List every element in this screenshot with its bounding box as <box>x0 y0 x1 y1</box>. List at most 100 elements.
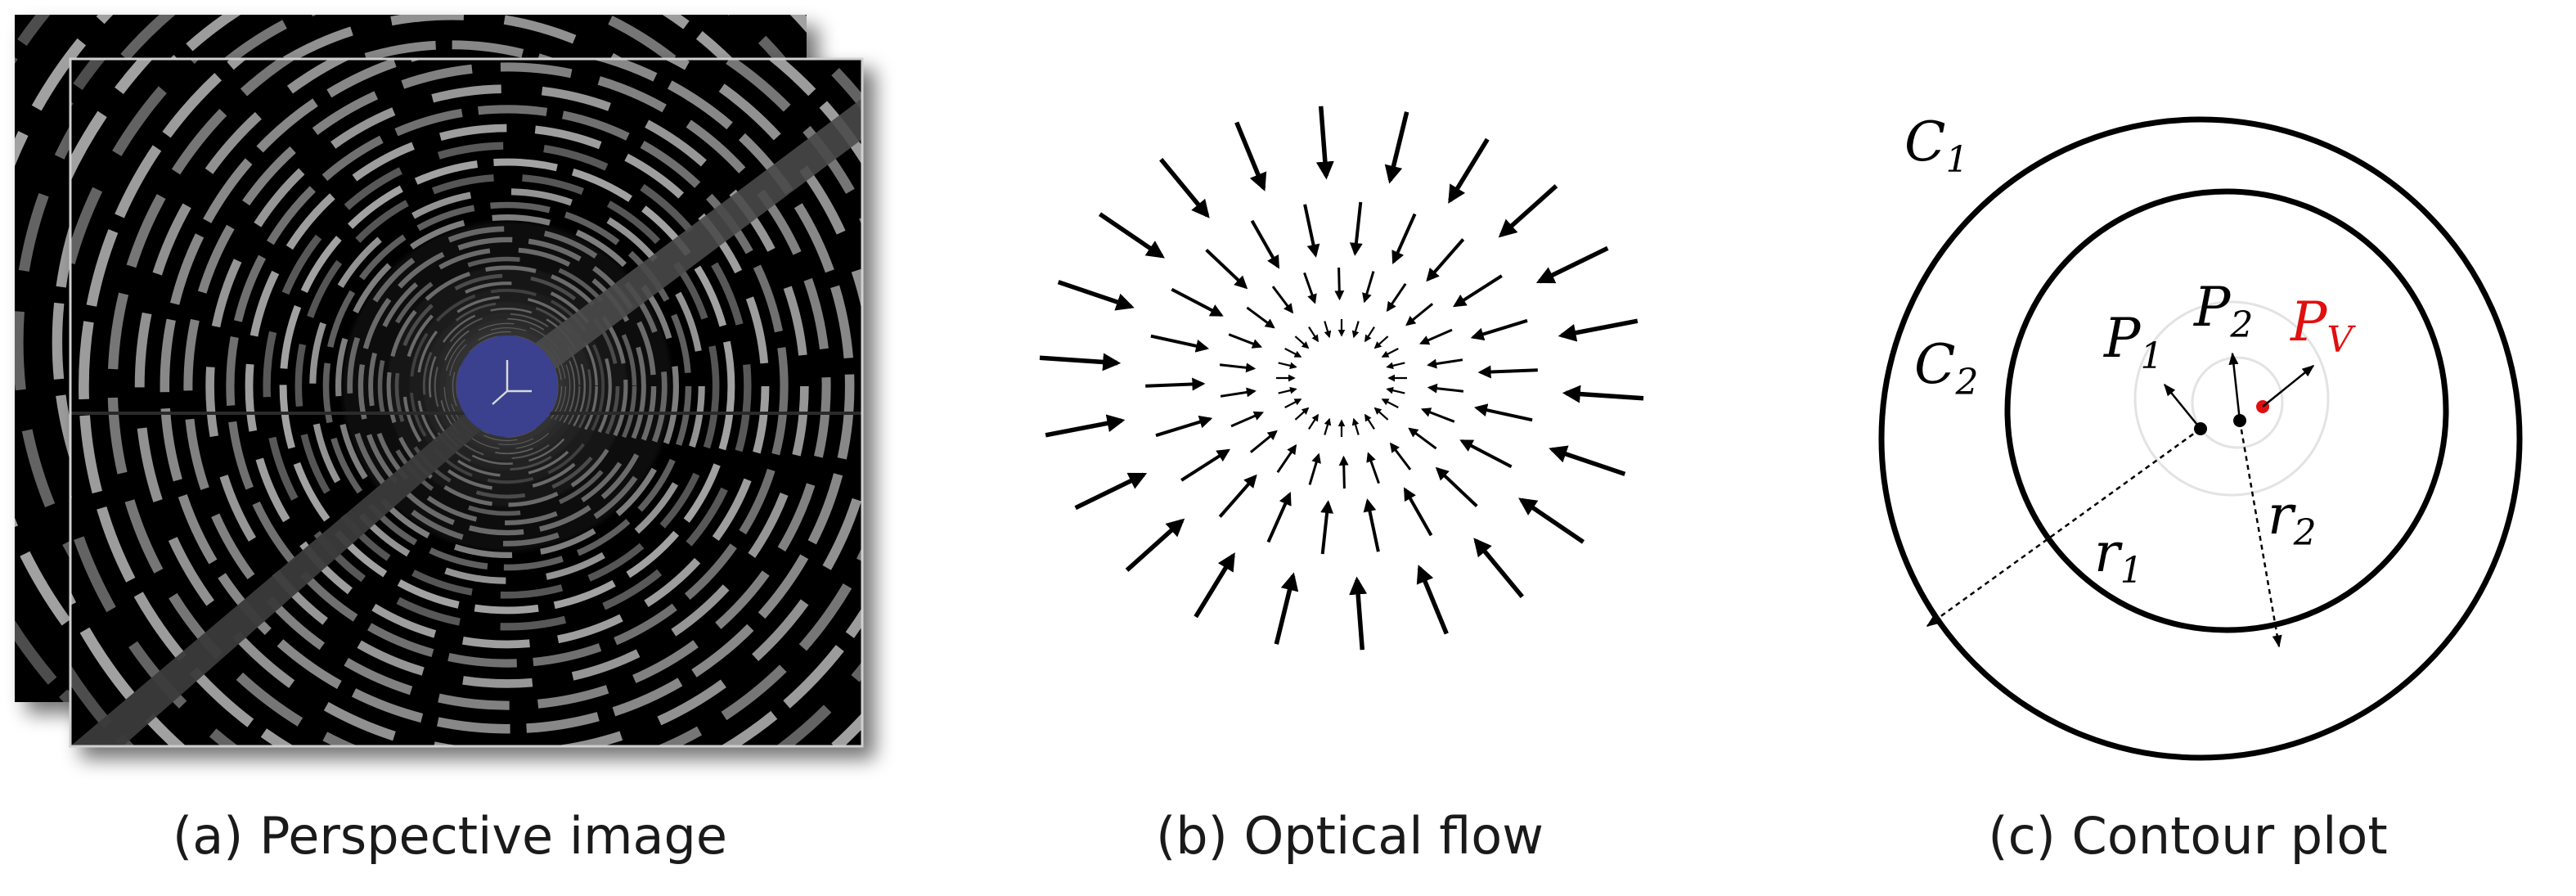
flow-arrow <box>1271 286 1294 314</box>
caption-optical-flow: (b) Optical flow <box>1156 806 1544 866</box>
caption-contour-plot: (c) Contour plot <box>1988 806 2388 866</box>
label-r1: r1 <box>2094 521 2143 592</box>
flow-arrow <box>1228 333 1263 349</box>
flow-arrow <box>1364 413 1375 430</box>
flow-arrow <box>1420 407 1455 423</box>
flow-arrow <box>1386 282 1407 313</box>
p1-leader-arrow <box>2164 383 2201 430</box>
flow-arrow <box>1249 430 1278 453</box>
panel-perspective-image: (a) Perspective image <box>0 0 900 896</box>
flow-arrow <box>1284 348 1302 358</box>
flow-arrow <box>1362 271 1375 304</box>
faint-contour-outer <box>2133 300 2330 497</box>
contour-c2 <box>2004 188 2449 633</box>
flow-arrow <box>1389 442 1412 471</box>
flow-arrow <box>1498 184 1558 238</box>
flow-arrow <box>1373 335 1389 349</box>
flow-arrow <box>1473 403 1533 422</box>
flow-arrow <box>1171 287 1224 317</box>
label-c1: C1 <box>1904 110 1969 181</box>
flow-arrow <box>1150 334 1210 353</box>
flow-arrow <box>1234 121 1267 191</box>
flow-arrow <box>1159 158 1210 218</box>
flow-arrow <box>1098 212 1165 259</box>
flow-arrow <box>1039 353 1122 371</box>
flow-arrow <box>1518 498 1585 544</box>
flow-arrow <box>1180 448 1230 482</box>
flow-arrow <box>1470 318 1528 341</box>
flow-arrow <box>1453 274 1503 308</box>
flow-arrow <box>1381 398 1399 408</box>
panel-contour-plot: C1 C2 P1 P2 PV r1 r2 (c) Contour plot <box>1800 0 2576 896</box>
flow-arrow <box>1219 362 1257 373</box>
flow-arrow <box>1294 335 1310 349</box>
flow-arrow <box>1373 407 1389 421</box>
flow-arrow <box>1045 414 1126 438</box>
perspective-image-figure <box>15 15 864 748</box>
radius-r2-line <box>2238 420 2282 648</box>
flow-arrow <box>1315 106 1334 180</box>
flow-arrow <box>1308 326 1319 343</box>
flow-arrow <box>1426 238 1465 282</box>
flow-arrow <box>1278 362 1297 370</box>
flow-arrow <box>1386 386 1405 394</box>
flow-arrow <box>1363 498 1380 552</box>
flow-arrow <box>1205 248 1248 290</box>
flow-arrow <box>1477 365 1538 379</box>
flow-arrow <box>1303 272 1317 304</box>
flow-arrow <box>1384 111 1409 184</box>
flow-arrow <box>1303 204 1320 258</box>
flow-arrow <box>1338 455 1349 489</box>
flow-arrow <box>1391 213 1417 265</box>
caption-perspective-image: (a) Perspective image <box>173 806 727 866</box>
panel-optical-flow: (b) Optical flow <box>900 0 1800 896</box>
flow-arrow <box>1324 321 1332 339</box>
flow-arrow <box>1535 245 1609 284</box>
label-p1: P1 <box>2103 307 2163 377</box>
flow-arrow <box>1351 321 1360 339</box>
flow-arrow <box>1274 572 1299 645</box>
flow-arrow <box>1125 518 1185 572</box>
flow-arrow <box>1386 362 1405 370</box>
flow-arrow <box>1155 415 1213 438</box>
flow-arrow <box>1459 439 1513 469</box>
front-image-frame <box>69 57 864 748</box>
contour-c1 <box>1878 116 2523 761</box>
flow-arrow <box>1308 453 1321 485</box>
axis-gizmo-icon <box>492 360 532 405</box>
flow-arrow <box>1349 201 1363 256</box>
flow-arrow <box>1324 417 1332 435</box>
optical-flow-field <box>1039 106 1644 651</box>
flow-arrow <box>1435 466 1478 508</box>
flow-arrow <box>1145 377 1206 391</box>
flow-arrow <box>1562 385 1644 403</box>
flow-arrow <box>1549 445 1626 476</box>
flow-arrow <box>1408 427 1437 450</box>
label-pv: PV <box>2290 290 2356 361</box>
flow-arrow <box>1419 328 1453 345</box>
label-c2: C2 <box>1914 333 1979 403</box>
flow-arrow <box>1381 348 1399 358</box>
p2-leader-arrow <box>2228 352 2241 421</box>
radius-r1-line <box>1926 427 2201 628</box>
flow-arrow <box>1308 413 1319 430</box>
flow-arrow <box>1366 452 1380 484</box>
flow-arrow <box>1405 303 1434 326</box>
flow-arrow <box>1276 443 1297 474</box>
flow-arrow <box>1558 318 1639 342</box>
label-p2: P2 <box>2193 276 2253 346</box>
label-r2: r2 <box>2268 484 2317 554</box>
flow-arrow <box>1427 358 1463 369</box>
flow-arrow <box>1246 306 1275 329</box>
flow-arrow <box>1473 538 1524 598</box>
pv-leader-arrow <box>2262 365 2315 407</box>
flow-arrow <box>1250 219 1280 269</box>
flow-arrow <box>1448 137 1490 204</box>
flow-arrow <box>1427 383 1464 394</box>
flow-arrow <box>1416 565 1449 635</box>
contour-plot-figure: C1 C2 P1 P2 PV r1 r2 <box>1878 110 2523 761</box>
flow-arrow <box>1266 491 1292 543</box>
flow-arrow <box>1364 326 1375 343</box>
flow-arrow <box>1351 417 1360 435</box>
flow-arrow <box>1230 411 1264 428</box>
